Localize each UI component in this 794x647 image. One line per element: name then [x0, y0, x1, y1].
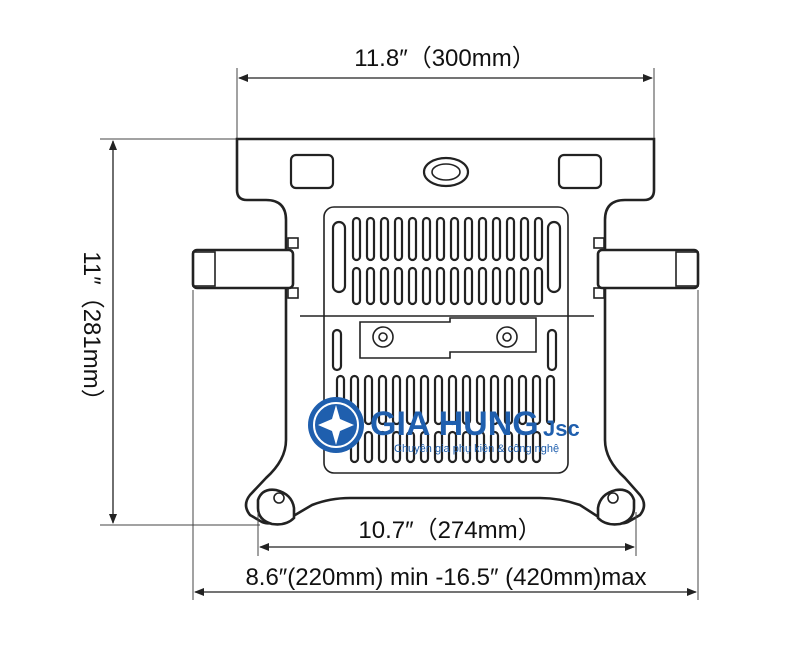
brand-name: GIA HUNG	[370, 405, 539, 443]
vent-slots-bottom	[331, 328, 558, 464]
vent-slot	[491, 266, 502, 306]
vent-slot	[533, 216, 544, 262]
vent-slot	[447, 430, 458, 464]
arm-clip-left-bottom	[287, 287, 299, 299]
vent-slot	[377, 430, 388, 464]
tray-frame	[235, 137, 656, 525]
vent-slot	[517, 430, 528, 464]
mount-screw-left	[372, 326, 394, 348]
vent-slot	[405, 374, 416, 426]
vent-slot	[435, 216, 446, 262]
vent-slot	[419, 430, 430, 464]
vent-slot	[546, 328, 558, 372]
handle-slot-left	[289, 153, 335, 190]
side-arm-left	[191, 248, 295, 290]
top-width-label: 11.8″（300mm）	[354, 45, 535, 72]
vent-slot	[517, 374, 528, 426]
vent-slot	[391, 374, 402, 426]
vent-slot	[519, 266, 530, 306]
brand-suffix: Jsc	[543, 416, 580, 441]
brand-watermark: GIA HUNG Jsc Chuyên gia phụ kiện & công …	[308, 397, 580, 455]
vent-slot	[477, 216, 488, 262]
side-arm-right-cap	[675, 251, 699, 287]
mount-bracket	[359, 317, 537, 359]
vent-slot	[503, 430, 514, 464]
arm-range-label: 8.6″(220mm) min -16.5″ (420mm)max	[245, 564, 646, 591]
vent-slot	[421, 266, 432, 306]
vent-slot	[379, 266, 390, 306]
height-label: 11″（281mm）	[78, 251, 105, 412]
vent-slots-top	[331, 216, 562, 306]
mount-screw-right-center	[502, 332, 512, 342]
foot-left-screw	[273, 492, 285, 504]
vent-slot	[461, 430, 472, 464]
arm-clip-right-bottom	[593, 287, 605, 299]
vent-slot	[363, 374, 374, 426]
vent-slot	[463, 216, 474, 262]
vent-slot	[331, 328, 343, 372]
vent-slot	[463, 266, 474, 306]
vent-slot	[393, 266, 404, 306]
vent-slot	[391, 430, 402, 464]
vent-slot	[505, 216, 516, 262]
vent-slot	[331, 220, 347, 294]
height-dimension: 11″（281mm）	[78, 138, 260, 526]
vent-slot	[447, 374, 458, 426]
vent-slot	[491, 216, 502, 262]
vent-slot	[421, 216, 432, 262]
vent-slot	[475, 374, 486, 426]
vent-slot	[435, 266, 446, 306]
arm-clip-right-top	[593, 237, 605, 249]
vent-slot	[363, 430, 374, 464]
vent-plate	[323, 206, 569, 474]
vent-slot	[449, 266, 460, 306]
mount-screw-left-center	[378, 332, 388, 342]
top-width-dimension: 11.8″（300mm）	[236, 45, 655, 140]
arm-clip-left-top	[287, 237, 299, 249]
center-oval-inner	[431, 163, 461, 181]
center-oval-hole	[422, 156, 470, 188]
vent-slot	[365, 266, 376, 306]
vent-slot	[365, 216, 376, 262]
vent-slot	[505, 266, 516, 306]
vent-slot	[351, 266, 362, 306]
vent-slot	[519, 216, 530, 262]
vent-slot	[407, 266, 418, 306]
vent-slot	[433, 374, 444, 426]
vent-slot	[489, 430, 500, 464]
side-arm-left-cap	[192, 251, 216, 287]
vent-slot	[407, 216, 418, 262]
side-arm-right	[596, 248, 700, 290]
tray-body	[191, 137, 700, 526]
vent-slot	[477, 266, 488, 306]
arm-range-dimension: 8.6″(220mm) min -16.5″ (420mm)max	[192, 290, 699, 600]
vent-slot	[503, 374, 514, 426]
vent-slot	[419, 374, 430, 426]
vent-slot	[393, 216, 404, 262]
brand-tagline: Chuyên gia phụ kiện & công nghệ	[394, 443, 559, 455]
foot-right	[596, 488, 636, 526]
vent-slot	[545, 374, 556, 426]
vent-slot	[475, 430, 486, 464]
vent-slot	[449, 216, 460, 262]
vent-slot	[377, 374, 388, 426]
vent-slot	[531, 430, 542, 464]
vent-slot	[379, 216, 390, 262]
vent-slot	[351, 216, 362, 262]
inner-width-label: 10.7″（274mm）	[358, 517, 541, 544]
vent-slot	[489, 374, 500, 426]
handle-slot-right	[557, 153, 603, 190]
vent-slot	[433, 430, 444, 464]
mount-screw-right	[496, 326, 518, 348]
vent-slot	[533, 266, 544, 306]
vent-slot	[461, 374, 472, 426]
foot-right-screw	[607, 492, 619, 504]
inner-width-dimension: 10.7″（274mm）	[257, 512, 637, 556]
vent-slot	[531, 374, 542, 426]
foot-left	[256, 488, 296, 526]
vent-slot	[405, 430, 416, 464]
vent-slot	[546, 220, 562, 294]
